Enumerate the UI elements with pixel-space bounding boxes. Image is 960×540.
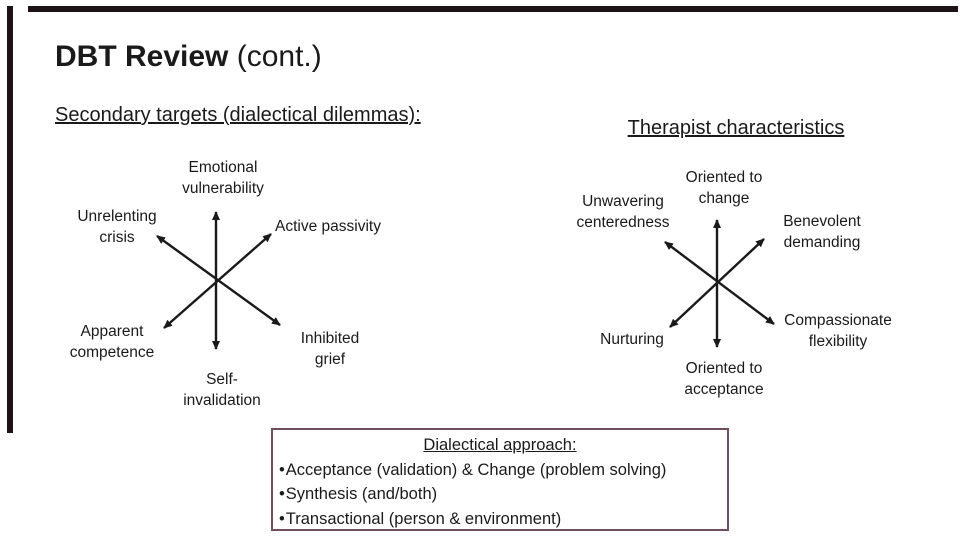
bullet-icon: • [279, 509, 285, 528]
bullet-text: Transactional (person & environment) [285, 509, 562, 528]
therapist-characteristics-heading: Therapist characteristics [627, 117, 845, 139]
label-benevolent-demanding: Benevolent demanding [783, 213, 861, 251]
secondary-targets-heading: Secondary targets (dialectical dilemmas)… [55, 104, 421, 126]
label-emotional-vulnerability: Emotional vulnerability [182, 159, 264, 197]
label-nurturing: Nurturing [600, 331, 664, 348]
bullet-synthesis: •Synthesis (and/both) [273, 482, 727, 507]
right-diagram-nw-se-arrow [664, 241, 775, 325]
bullet-transactional: •Transactional (person & environment) [273, 507, 727, 532]
bullet-icon: • [279, 485, 285, 503]
label-apparent-competence: Apparent competence [69, 323, 155, 361]
label-active-passivity: Active passivity [275, 218, 381, 235]
bullet-acceptance-change: •Acceptance (validation) & Change (probl… [273, 458, 727, 483]
right-diagram-ne-sw-arrow [669, 238, 765, 328]
label-compassionate-flexibility: Compassionate flexibility [784, 312, 892, 350]
title-main: DBT Review [55, 40, 229, 73]
left-diagram-ne-sw-arrow [163, 233, 272, 329]
bullet-icon: • [279, 460, 285, 479]
label-self-invalidation: Self- invalidation [183, 371, 261, 409]
label-unrelenting-crisis: Unrelenting crisis [77, 208, 157, 246]
bullet-text: Synthesis (and/both) [285, 485, 438, 503]
bullet-text: Acceptance (validation) & Change (proble… [285, 460, 667, 479]
page-title: DBT Review (cont.) [55, 40, 322, 74]
label-oriented-to-acceptance: Oriented to acceptance [684, 360, 764, 398]
slide-left-border [7, 6, 13, 433]
title-suffix: (cont.) [228, 40, 322, 73]
label-inhibited-grief: Inhibited grief [300, 330, 360, 368]
label-oriented-to-change: Oriented to change [685, 169, 763, 207]
slide-top-border [28, 6, 958, 12]
label-unwavering-centeredness: Unwavering centeredness [576, 193, 670, 231]
dialectical-approach-heading: Dialectical approach: [423, 436, 577, 454]
dialectical-approach-box: Dialectical approach: •Acceptance (valid… [271, 428, 729, 531]
